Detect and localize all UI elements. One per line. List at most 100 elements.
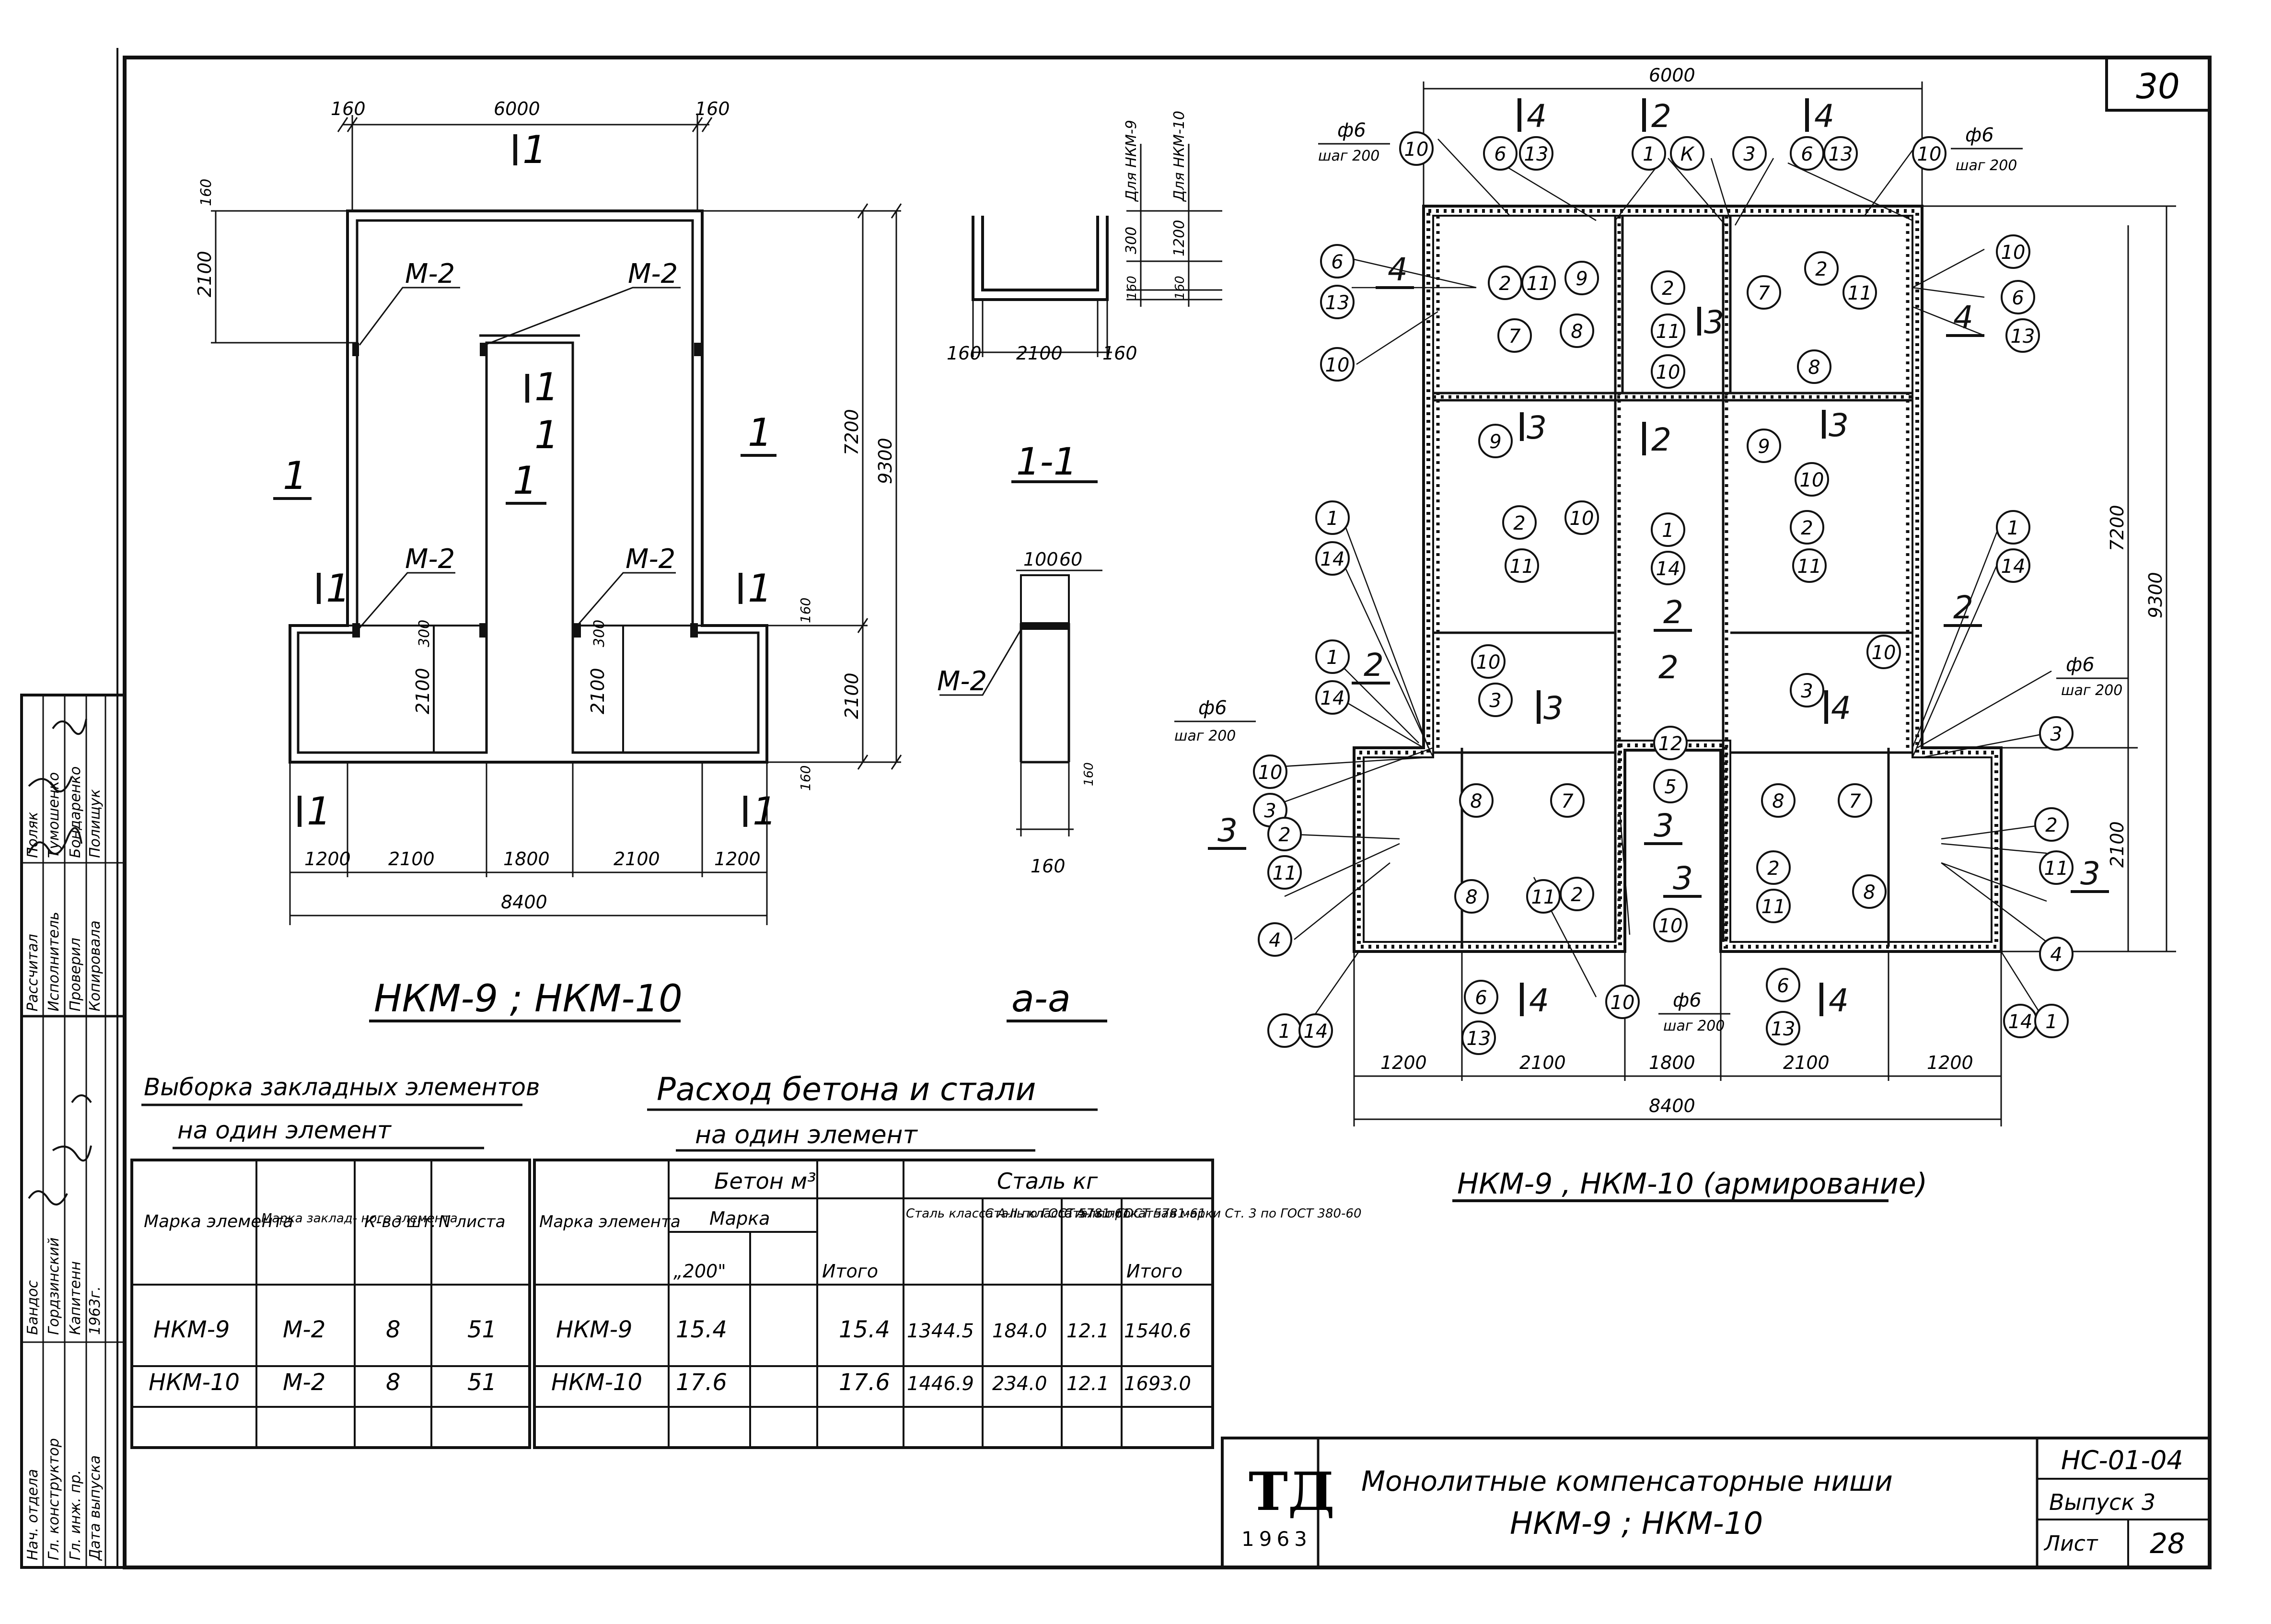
role-6: Исполнитель [46,912,62,1011]
total-width: 8400 [1649,1095,1695,1116]
embed-label-1: М-2 [405,258,455,290]
mat-r2-c200: 17.6 [676,1369,727,1396]
embed-r1-mark: НКМ-9 [153,1316,230,1343]
mark-3-c1: 3 [1654,807,1674,844]
issue: Выпуск 3 [2049,1489,2155,1515]
mark-number: 11 [1848,282,1872,304]
bottom-dim-1: 1200 [304,848,351,870]
top-dim-2: 6000 [494,98,540,119]
mark-circle [1483,136,1518,171]
mark-circle [1653,908,1688,942]
section-mark-2: 1 [748,410,772,455]
mark-number: 1 [1326,508,1338,530]
left-dim-2: 2100 [194,251,215,297]
leader-lines [1275,139,2057,1031]
mark-circle [1497,318,1532,353]
rebar-note-5a: ф6 [1673,989,1702,1011]
mark-circle [1797,349,1831,384]
embed-label-3: М-2 [405,544,455,575]
mark-number: 7 [1849,790,1861,812]
small-dim-1: 160 [1125,276,1139,300]
inner-dim-4: 2100 [587,668,608,714]
mark-circle [1651,270,1685,305]
mat-r1-c200: 15.4 [676,1316,727,1343]
mark-number: 2 [1815,258,1827,280]
mark-number: 11 [2044,858,2069,880]
mark-circle [1852,874,1887,909]
mark-number: 9 [1758,436,1770,458]
embed-label-2: М-2 [628,258,678,290]
mark-number: 13 [1325,292,1350,314]
rebar-note-5b: шаг 200 [1663,1018,1725,1034]
mark-circle [1258,922,1292,957]
mark-number: 13 [1771,1018,1796,1040]
section-aa: М-2 100 60 160 160 а-а [937,549,1107,1022]
inner-dim-1: 300 [416,620,433,647]
mark-number: 10 [1258,762,1283,784]
aa-bottom-dim: 160 [1031,856,1066,877]
role-4: Дата выпуска [87,1455,104,1561]
top-dim-3: 160 [695,98,730,119]
mark-number: 3 [2050,723,2062,745]
mark-number: 8 [1571,321,1583,343]
page-number-box [2105,56,2211,112]
name-5: Поляк [24,812,41,858]
mark-number: 1 [2045,1011,2057,1033]
mark-number: 13 [2011,325,2035,348]
mark-circle [1747,429,1781,463]
embed-r1-sheet: 51 [467,1316,497,1343]
mark-4-bottom-right: 4 [1829,982,1849,1019]
mark-circle [1823,136,1858,171]
mark-3-right: 3 [2080,855,2100,892]
embed-table: Выборка закладных элементов на один элем… [130,1073,540,1449]
material-title-2: на один элемент [695,1121,918,1149]
mark-circle [2001,280,2035,314]
right-dim-7200: 7200 [841,409,862,455]
bottom-dim-2: 2100 [1519,1052,1566,1073]
left-dim-1: 160 [198,179,215,206]
right-dim-9300: 9300 [875,438,896,484]
aa-bottom-dimline [1016,762,1074,836]
mark-number: 2 [1662,278,1674,300]
mark-circle [1320,347,1355,382]
mark-circle [2039,850,2074,885]
mark-circle [1747,275,1781,310]
role-7: Проверил [67,938,84,1011]
note-nkm9: Для НКМ-9 [1123,120,1140,202]
mark-number: 2 [2045,814,2057,836]
interior-walls [1433,216,1912,947]
mark-circle [1795,462,1829,497]
dim-300: 300 [1123,227,1140,254]
mark-circle [1632,136,1666,171]
mark-number: 9 [1489,431,1501,453]
cut-mark-ru: 1 [748,566,772,611]
aa-body [1020,623,1070,764]
mark-circle [1732,136,1767,171]
plan-left: М-2 М-2 М-2 М-2 1 1 1 1 1 1 1 1 1 1 160 … [194,98,902,1022]
mark-number: 1 [1662,520,1674,542]
mark-4-l2: 3 [1527,409,1547,446]
mark-circle [2034,1004,2069,1038]
mat-hdr-steel: Сталь кг [997,1168,1098,1194]
mark-number: 6 [2012,287,2024,309]
page-number: 30 [2136,66,2180,106]
plan-right: 6000 7200 9300 2100 1200 2100 1800 2100 … [1174,65,2176,1202]
mark-circle [1651,512,1685,547]
embed-r1-embed: М-2 [283,1316,325,1343]
mark-circle [1502,505,1537,540]
mark-number: 3 [1743,143,1755,165]
mark-circle [1766,968,1800,1002]
embed-r2-embed: М-2 [283,1369,325,1396]
right-dim-2100: 2100 [2107,821,2128,868]
aa-small-dim: 160 [1082,762,1096,786]
mat-hdr-sub-mark: Марка [709,1208,770,1229]
embed-r1-qty: 8 [386,1316,401,1343]
mark-number: 2 [1801,517,1813,539]
rebar-note-4a: ф6 [2066,654,2095,676]
embed-plate [694,343,701,356]
mat-r2-ctotal: 17.6 [839,1369,890,1396]
mark-number: 4 [1269,929,1281,951]
mark-circle [1320,285,1355,319]
mark-4-left: 4 [1388,251,1408,288]
bottom-dim-1: 1200 [1380,1052,1427,1073]
